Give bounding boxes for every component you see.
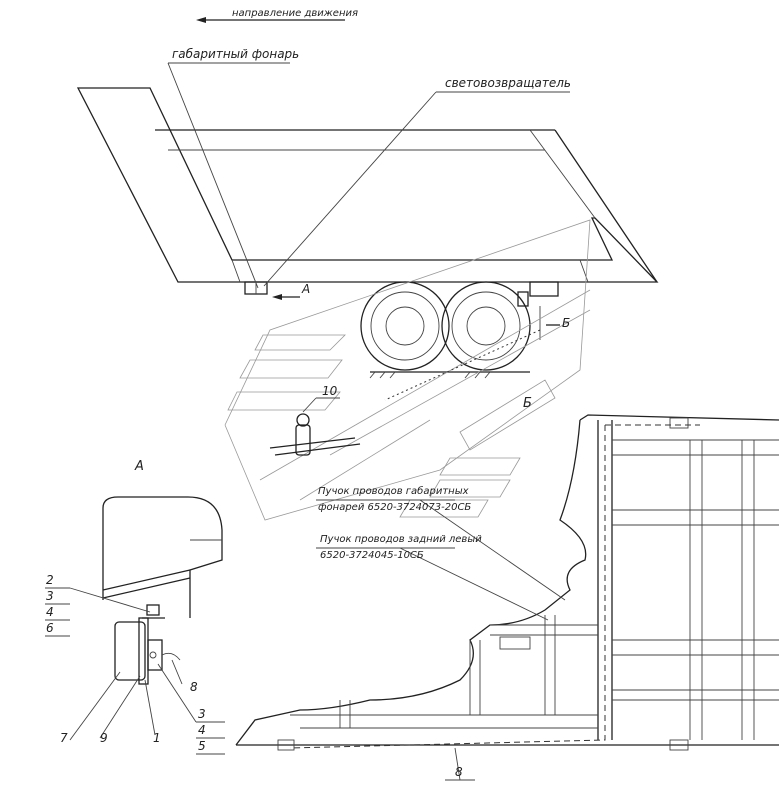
- rear-bracket: [517, 281, 560, 340]
- view-b-arrow-label: Б: [562, 316, 571, 330]
- harness-rear-label-2: 6520-3724045-10СБ: [320, 550, 424, 561]
- callout-3b: 3: [198, 707, 206, 721]
- wheel-front: [360, 281, 450, 371]
- harness-rear-label-1: Пучок проводов задний левый: [320, 534, 482, 545]
- callout-9: 9: [100, 731, 108, 745]
- harness-marker-label-1: Пучок проводов габаритных: [318, 486, 469, 497]
- wire-route: [384, 329, 541, 401]
- direction-label: направление движения: [232, 8, 359, 19]
- callout-8a: 8: [190, 680, 198, 694]
- harness-rear-leader: [399, 547, 549, 621]
- view-b-frame: [235, 414, 779, 751]
- view-a-title: А: [135, 459, 144, 474]
- view-b-title: Б: [523, 396, 532, 411]
- view-a-arrow-label: А: [302, 282, 311, 296]
- harness-marker-label-2: фонарей 6520-3724073-20СБ: [318, 502, 472, 513]
- truck-body-outline: [76, 87, 659, 283]
- frame-perspective: [224, 219, 591, 521]
- reflector-leader: [263, 91, 437, 287]
- callout-7: 7: [60, 731, 68, 745]
- callout-4b: 4: [198, 723, 206, 737]
- callout-8b-leader: [454, 747, 461, 781]
- ground-line: [369, 371, 530, 379]
- wheel-rear: [441, 281, 531, 371]
- callout-2: 2: [46, 573, 54, 587]
- direction-arrow: [196, 17, 345, 23]
- clamp-detail-10: [269, 397, 361, 456]
- marker-lamp-leader: [167, 62, 259, 289]
- callout-3a: 3: [46, 589, 54, 603]
- callout-1: 1: [153, 731, 161, 745]
- harness-marker-leader: [419, 499, 566, 601]
- view-a-detail: [102, 496, 223, 685]
- callout-6: 6: [46, 621, 54, 635]
- marker-lamp-label: габаритный фонарь: [172, 47, 300, 61]
- reflector-label: световозвращатель: [445, 76, 571, 90]
- view-a-leaders: [45, 587, 225, 755]
- callout-8b: 8: [455, 765, 463, 779]
- callout-10: 10: [322, 384, 338, 398]
- callout-5: 5: [198, 739, 206, 753]
- view-a-arrow: [272, 294, 300, 300]
- callout-4a: 4: [46, 605, 54, 619]
